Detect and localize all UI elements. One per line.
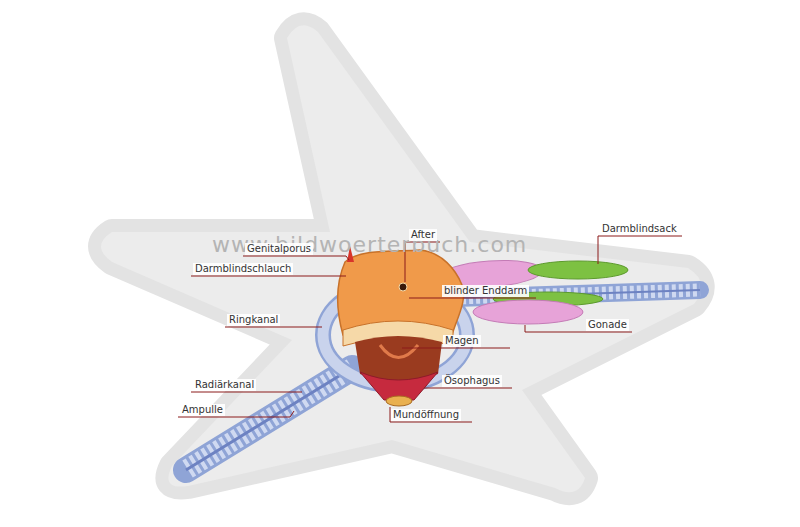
- part-label: blinder Enddarm: [442, 285, 529, 297]
- part-label: Darmblindschlauch: [193, 263, 293, 275]
- leader-line: [191, 392, 302, 393]
- leader-line: [390, 407, 472, 422]
- part-label: Ringkanal: [227, 314, 280, 326]
- ampullae: [186, 368, 352, 470]
- part-label: Genitalporus: [245, 243, 313, 255]
- part-label: Radiärkanal: [193, 379, 256, 391]
- anus: [399, 283, 407, 291]
- mouth: [386, 396, 412, 406]
- leader-line: [191, 276, 346, 277]
- part-label: Ösophagus: [442, 375, 502, 387]
- part-label: Gonade: [586, 319, 629, 331]
- stomach-fold: [380, 345, 418, 358]
- part-label: Mundöffnung: [391, 409, 461, 421]
- starfish-body: [101, 25, 702, 492]
- leader-line: [409, 298, 536, 299]
- stomach-interior: [355, 336, 442, 381]
- starfish-highlight: [101, 25, 702, 492]
- radial-canal: [186, 368, 352, 470]
- part-label: After: [409, 229, 437, 241]
- part-label: Ampulle: [180, 404, 225, 416]
- leader-line: [424, 388, 512, 389]
- leader-line: [225, 327, 322, 328]
- radial-canal-core: [186, 368, 352, 470]
- pyloric-caecum: [528, 261, 628, 279]
- leader-line: [402, 348, 510, 349]
- gonad: [473, 300, 583, 324]
- part-label: Darmblindsack: [600, 223, 679, 235]
- part-label: Magen: [443, 335, 481, 347]
- leader-line: [598, 236, 682, 264]
